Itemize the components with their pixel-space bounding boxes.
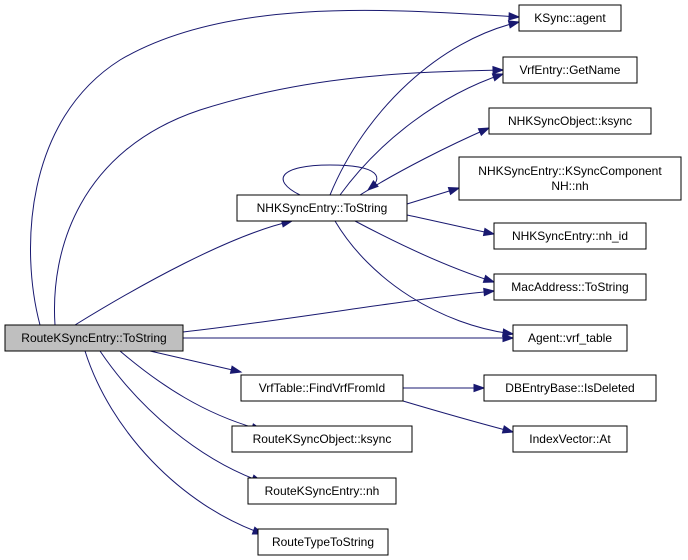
edge-root-to-ksync-agent <box>30 9 521 326</box>
node-nhkso-ksync[interactable]: NHKSyncObject::ksync <box>488 107 652 135</box>
node-label: NHKSyncEntry::nh_id <box>512 229 628 243</box>
edge-root-to-vrf-getname <box>54 65 505 326</box>
node-box <box>458 156 682 201</box>
edge-nhk-tostring-to-nhkso-ksync-arrowhead <box>477 127 491 137</box>
edges-layer <box>30 9 521 535</box>
edge-nhk-tostring-to-nhk-nhid <box>406 214 496 237</box>
node-box <box>483 374 657 402</box>
node-box <box>502 56 638 84</box>
node-agent-vrftable[interactable]: Agent::vrf_table <box>512 324 628 352</box>
edge-root-to-agent-vrftable-arrowhead <box>502 333 515 343</box>
edge-nhk-tostring-to-nhkso-ksync <box>359 127 491 196</box>
edge-nhk-tostring-to-nhk-component-arrowhead <box>447 186 461 196</box>
node-label: NHKSyncEntry::KSyncComponent <box>478 164 662 178</box>
edge-root-to-vrftable-find-arrowhead <box>229 365 243 374</box>
node-box <box>488 107 652 135</box>
edge-nhk-tostring-to-agent-vrftable <box>334 220 515 337</box>
node-label: VrfTable::FindVrfFromId <box>259 381 385 395</box>
node-nhk-nhid[interactable]: NHKSyncEntry::nh_id <box>493 222 647 250</box>
node-rkse-nh[interactable]: RouteKSyncEntry::nh <box>247 477 397 505</box>
node-box <box>240 374 404 402</box>
edge-root-to-agent-vrftable <box>183 333 515 343</box>
edge-root-to-nhk-tostring <box>74 219 294 326</box>
edge-vrftable-find-to-dbentry-deleted-arrowhead <box>473 383 486 393</box>
node-box <box>493 273 647 301</box>
node-box <box>512 425 628 453</box>
edge-nhk-tostring-to-nhk-tostring-arrowhead <box>366 179 379 191</box>
edge-root-to-vrftable-find <box>149 350 243 374</box>
edge-nhk-tostring-to-mac-tostring-arrowhead <box>482 274 496 283</box>
edge-root-to-mac-tostring-line <box>182 290 495 333</box>
edge-nhk-tostring-to-ksync-agent-line <box>329 21 520 196</box>
edge-root-to-ksync-agent-arrowhead <box>508 12 521 21</box>
edge-root-to-rkso-ksync-line <box>119 350 263 431</box>
edge-root-to-mac-tostring-arrowhead <box>483 287 496 297</box>
edge-nhk-tostring-to-nhk-nhid-line <box>406 214 495 235</box>
node-indexvector-at[interactable]: IndexVector::At <box>512 425 628 453</box>
node-root[interactable]: RouteKSyncEntry::ToString <box>4 324 184 352</box>
edge-nhk-tostring-to-vrf-getname-line <box>339 73 504 196</box>
node-rkso-ksync[interactable]: RouteKSyncObject::ksync <box>231 425 413 453</box>
node-ksync-agent[interactable]: KSync::agent <box>518 4 622 32</box>
node-vrftable-find[interactable]: VrfTable::FindVrfFromId <box>240 374 404 402</box>
edge-nhk-tostring-to-ksync-agent <box>329 20 521 196</box>
edge-root-to-nhk-tostring-line <box>74 220 293 326</box>
edge-root-to-vrftable-find-line <box>149 350 242 373</box>
node-box <box>236 194 408 222</box>
node-label: DBEntryBase::IsDeleted <box>505 381 634 395</box>
edge-nhk-tostring-to-nhk-component <box>406 186 461 205</box>
edge-root-to-mac-tostring <box>182 287 496 333</box>
node-label: RouteKSyncEntry::ToString <box>21 331 166 345</box>
edge-root-to-vrf-getname-line <box>54 69 504 326</box>
node-label: NHKSyncEntry::ToString <box>257 201 388 215</box>
edge-vrftable-find-to-indexvector-at-arrowhead <box>501 425 515 434</box>
node-dbentry-deleted[interactable]: DBEntryBase::IsDeleted <box>483 374 657 402</box>
node-box <box>4 324 184 352</box>
edge-nhk-tostring-to-agent-vrftable-arrowhead <box>502 328 515 337</box>
node-label: KSync::agent <box>534 11 606 25</box>
node-label: NH::nh <box>551 179 588 193</box>
edge-root-to-routetype-line <box>84 350 264 535</box>
node-label: RouteKSyncEntry::nh <box>265 484 380 498</box>
node-nhk-tostring[interactable]: NHKSyncEntry::ToString <box>236 194 408 222</box>
edge-vrftable-find-to-indexvector-at-line <box>402 400 514 433</box>
node-box <box>257 528 389 556</box>
edge-nhk-tostring-to-vrf-getname-arrowhead <box>491 73 505 82</box>
edge-nhk-tostring-to-agent-vrftable-line <box>334 220 514 335</box>
node-routetype[interactable]: RouteTypeToString <box>257 528 389 556</box>
edge-root-to-rkse-nh-line <box>99 350 263 483</box>
edge-nhk-tostring-to-nhk-tostring-line <box>282 164 378 196</box>
node-vrf-getname[interactable]: VrfEntry::GetName <box>502 56 638 84</box>
node-label: RouteKSyncObject::ksync <box>253 432 392 446</box>
edge-vrftable-find-to-dbentry-deleted <box>403 383 486 393</box>
node-label: Agent::vrf_table <box>528 331 612 345</box>
edge-nhk-tostring-to-vrf-getname <box>339 73 505 196</box>
node-label: NHKSyncObject::ksync <box>508 114 632 128</box>
node-label: MacAddress::ToString <box>511 280 628 294</box>
edge-nhk-tostring-to-nhkso-ksync-line <box>359 127 490 196</box>
node-label: IndexVector::At <box>529 432 611 446</box>
edge-nhk-tostring-to-ksync-agent-arrowhead <box>507 20 521 29</box>
edge-vrftable-find-to-indexvector-at <box>402 400 515 434</box>
node-label: RouteTypeToString <box>272 535 374 549</box>
node-label: VrfEntry::GetName <box>520 63 621 77</box>
edge-root-to-ksync-agent-line <box>30 9 520 326</box>
edge-root-to-vrf-getname-arrowhead <box>492 65 505 75</box>
edge-nhk-tostring-to-nhk-nhid-arrowhead <box>482 227 496 237</box>
node-box <box>231 425 413 453</box>
edge-nhk-tostring-to-mac-tostring-line <box>354 220 495 283</box>
node-box <box>493 222 647 250</box>
edge-nhk-tostring-to-nhk-tostring <box>282 164 379 196</box>
edge-nhk-tostring-to-mac-tostring <box>354 220 496 283</box>
nodes-layer: RouteKSyncEntry::ToString NHKSyncEntry::T… <box>4 4 682 556</box>
node-box <box>247 477 397 505</box>
node-box <box>512 324 628 352</box>
node-box <box>518 4 622 32</box>
node-mac-tostring[interactable]: MacAddress::ToString <box>493 273 647 301</box>
